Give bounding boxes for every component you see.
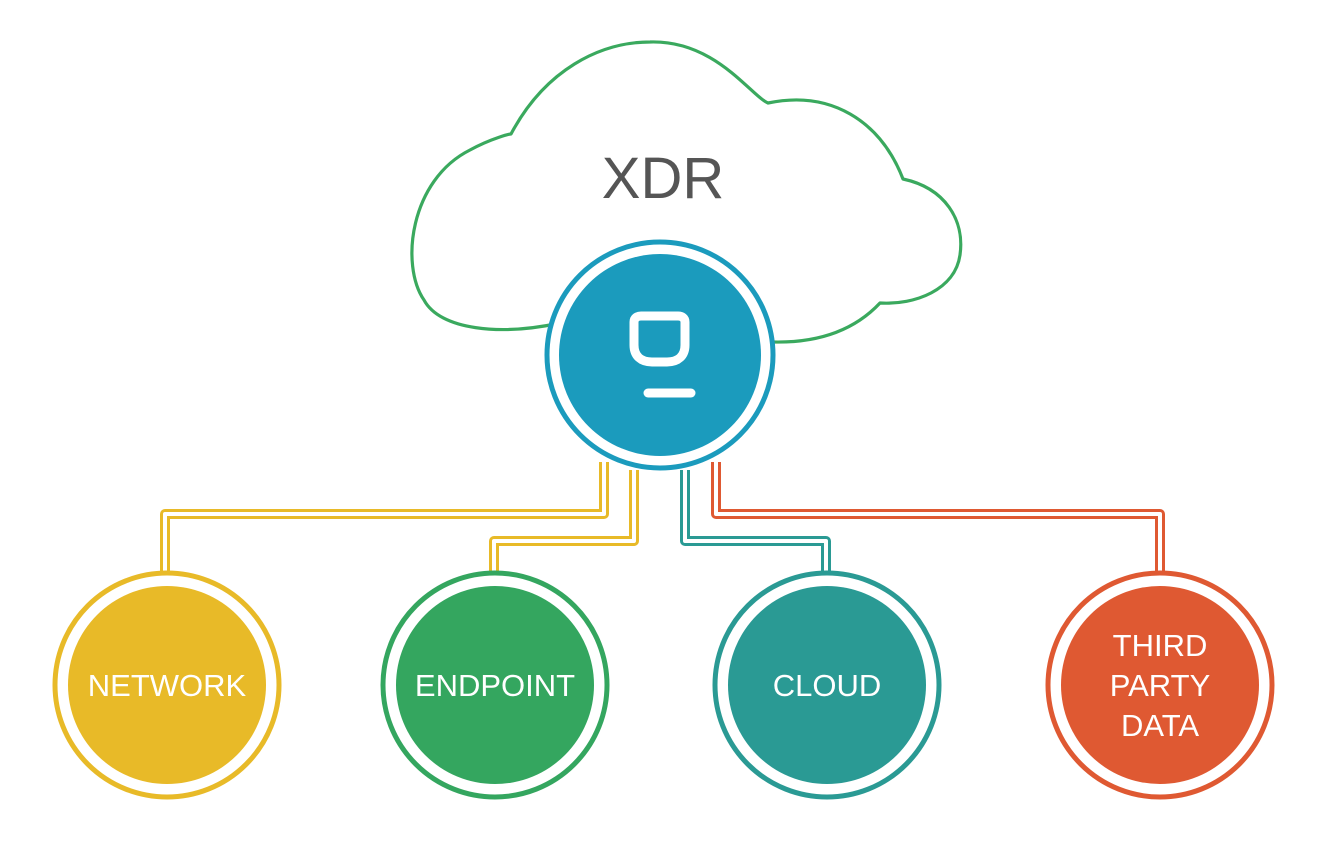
q-logo-icon xyxy=(629,311,696,398)
node-network: NETWORK xyxy=(52,570,282,800)
cloud-shape xyxy=(410,40,963,344)
node-label: NETWORK xyxy=(88,668,247,703)
node-fill xyxy=(728,586,926,784)
connector-network xyxy=(160,462,609,573)
node-label: CLOUD xyxy=(773,668,882,703)
cloud-title: XDR xyxy=(602,146,724,211)
node-label: DATA xyxy=(1121,708,1199,743)
node-label: THIRD xyxy=(1113,628,1208,663)
node-cloud: CLOUD xyxy=(712,570,942,800)
connector-third-party xyxy=(711,462,1165,573)
node-fill xyxy=(396,586,594,784)
node-fill xyxy=(68,586,266,784)
node-endpoint: ENDPOINT xyxy=(380,570,610,800)
node-label: ENDPOINT xyxy=(415,668,575,703)
connector-endpoint xyxy=(489,470,639,573)
connector-cloud xyxy=(680,470,831,573)
node-fill xyxy=(1061,586,1259,784)
node-label: PARTY xyxy=(1110,668,1211,703)
hub-node xyxy=(544,239,776,471)
node-third-party: THIRD PARTY DATA xyxy=(1045,570,1275,800)
